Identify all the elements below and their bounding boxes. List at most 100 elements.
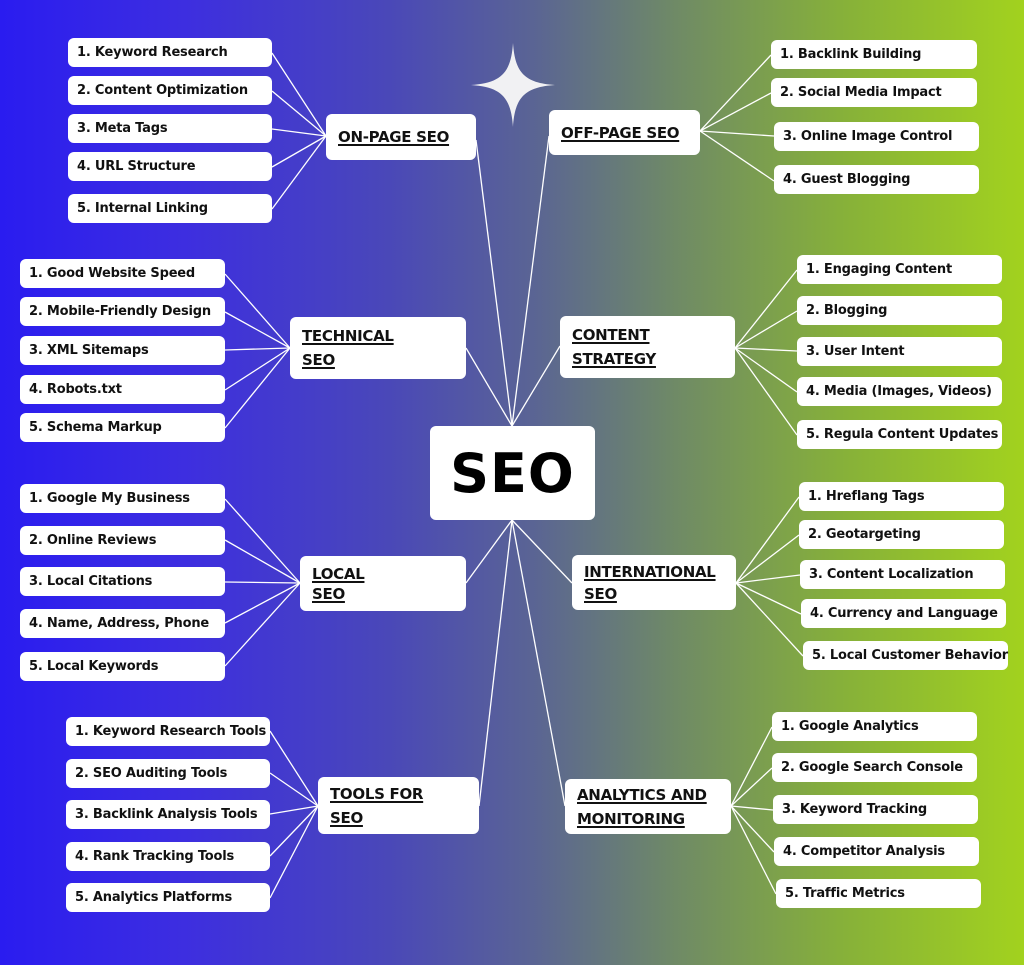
category-label-line: MONITORING xyxy=(577,809,685,828)
item-label: 4. Currency and Language xyxy=(810,606,998,621)
item-label: 5. Analytics Platforms xyxy=(75,890,233,905)
item-label: 3. XML Sitemaps xyxy=(29,343,149,358)
item-label: 4. Name, Address, Phone xyxy=(29,616,210,631)
item-label: 5. Regula Content Updates xyxy=(806,427,999,442)
list-item: 1. Keyword Research Tools xyxy=(66,717,270,746)
list-item: 3. Content Localization xyxy=(800,560,1005,589)
list-item: 2. Blogging xyxy=(797,296,1002,325)
item-label: 3. User Intent xyxy=(806,344,905,359)
item-label: 4. Media (Images, Videos) xyxy=(806,384,992,399)
category-local-seo: LOCAL SEO xyxy=(300,556,466,611)
item-label: 3. Local Citations xyxy=(29,574,153,589)
list-item: 3. User Intent xyxy=(797,337,1002,366)
item-label: 5. Schema Markup xyxy=(29,420,162,435)
item-label: 5. Traffic Metrics xyxy=(785,886,905,901)
list-item: 3. XML Sitemaps xyxy=(20,336,225,365)
category-label-line: SEO xyxy=(302,351,335,369)
list-item: 4. Rank Tracking Tools xyxy=(66,842,270,871)
list-item: 4. Media (Images, Videos) xyxy=(797,377,1002,406)
item-label: 1. Engaging Content xyxy=(806,262,952,277)
list-item: 4. Guest Blogging xyxy=(774,165,979,194)
list-item: 5. Local Customer Behavior xyxy=(803,641,1008,670)
list-item: 1. Google My Business xyxy=(20,484,225,513)
list-item: 1. Engaging Content xyxy=(797,255,1002,284)
list-item: 5. Traffic Metrics xyxy=(776,879,981,908)
item-label: 1. Keyword Research xyxy=(77,45,228,60)
category-international-seo: INTERNATIONAL SEO xyxy=(572,555,736,610)
list-item: 1. Backlink Building xyxy=(771,40,977,69)
category-label-line: STRATEGY xyxy=(572,350,656,368)
category-off-page-seo: OFF-PAGE SEO xyxy=(549,110,700,155)
item-label: 5. Local Keywords xyxy=(29,659,159,674)
list-item: 2. Geotargeting xyxy=(799,520,1004,549)
center-title: SEO xyxy=(450,441,575,505)
category-on-page-seo: ON-PAGE SEO xyxy=(326,114,476,160)
list-item: 5. Schema Markup xyxy=(20,413,225,442)
list-item: 4. Robots.txt xyxy=(20,375,225,404)
item-label: 3. Meta Tags xyxy=(77,121,168,136)
list-item: 4. URL Structure xyxy=(68,152,272,181)
list-item: 5. Regula Content Updates xyxy=(797,420,1002,449)
list-item: 1. Hreflang Tags xyxy=(799,482,1004,511)
list-item: 4. Currency and Language xyxy=(801,599,1006,628)
category-label-line: SEO xyxy=(330,808,363,827)
list-item: 2. Online Reviews xyxy=(20,526,225,555)
item-label: 3. Content Localization xyxy=(809,567,974,582)
category-label-line: ANALYTICS AND xyxy=(577,785,707,804)
list-item: 5. Local Keywords xyxy=(20,652,225,681)
item-label: 1. Good Website Speed xyxy=(29,266,196,281)
list-item: 2. Mobile-Friendly Design xyxy=(20,297,225,326)
category-tools-for-seo: TOOLS FOR SEO xyxy=(318,777,479,834)
category-label-line: CONTENT xyxy=(572,326,650,344)
item-label: 1. Backlink Building xyxy=(780,47,922,62)
item-label: 2. Mobile-Friendly Design xyxy=(29,304,211,319)
list-item: 3. Backlink Analysis Tools xyxy=(66,800,270,829)
item-label: 1. Google My Business xyxy=(29,491,190,506)
item-label: 2. Social Media Impact xyxy=(780,85,942,100)
item-label: 2. Online Reviews xyxy=(29,533,157,548)
item-label: 5. Local Customer Behavior xyxy=(812,648,1008,663)
list-item: 3. Local Citations xyxy=(20,567,225,596)
category-content-strategy: CONTENT STRATEGY xyxy=(560,316,735,378)
category-technical-seo: TECHNICAL SEO xyxy=(290,317,466,379)
list-item: 2. SEO Auditing Tools xyxy=(66,759,270,788)
category-label-line: SEO xyxy=(312,584,345,603)
item-label: 5. Internal Linking xyxy=(77,201,208,216)
item-label: 4. Robots.txt xyxy=(29,382,122,397)
list-item: 3. Meta Tags xyxy=(68,114,272,143)
category-label-line: TOOLS FOR xyxy=(330,784,424,803)
item-label: 3. Online Image Control xyxy=(783,129,953,144)
category-label: OFF-PAGE SEO xyxy=(561,123,680,142)
list-item: 1. Keyword Research xyxy=(68,38,272,67)
list-item: 5. Analytics Platforms xyxy=(66,883,270,912)
list-item: 4. Name, Address, Phone xyxy=(20,609,225,638)
item-label: 4. Guest Blogging xyxy=(783,172,911,187)
list-item: 3. Keyword Tracking xyxy=(773,795,978,824)
list-item: 2. Content Optimization xyxy=(68,76,272,105)
list-item: 2. Google Search Console xyxy=(772,753,977,782)
item-label: 4. URL Structure xyxy=(77,159,196,174)
category-label-line: LOCAL xyxy=(312,564,365,583)
item-label: 2. SEO Auditing Tools xyxy=(75,766,228,781)
list-item: 5. Internal Linking xyxy=(68,194,272,223)
category-label-line: TECHNICAL xyxy=(302,327,394,345)
sparkle-star-icon xyxy=(471,43,555,127)
category-label-line: SEO xyxy=(584,584,617,603)
item-label: 2. Blogging xyxy=(806,303,888,318)
list-item: 2. Social Media Impact xyxy=(771,78,977,107)
item-label: 1. Keyword Research Tools xyxy=(75,724,267,739)
item-label: 2. Geotargeting xyxy=(808,527,921,542)
item-label: 4. Competitor Analysis xyxy=(783,844,945,859)
item-label: 4. Rank Tracking Tools xyxy=(75,849,235,864)
list-item: 3. Online Image Control xyxy=(774,122,979,151)
category-label-line: INTERNATIONAL xyxy=(584,562,716,581)
item-label: 2. Content Optimization xyxy=(77,83,248,98)
item-label: 1. Hreflang Tags xyxy=(808,489,925,504)
category-label: ON-PAGE SEO xyxy=(338,128,450,146)
center-seo-node: SEO xyxy=(430,426,595,520)
list-item: 1. Good Website Speed xyxy=(20,259,225,288)
item-label: 1. Google Analytics xyxy=(781,719,919,734)
list-item: 4. Competitor Analysis xyxy=(774,837,979,866)
